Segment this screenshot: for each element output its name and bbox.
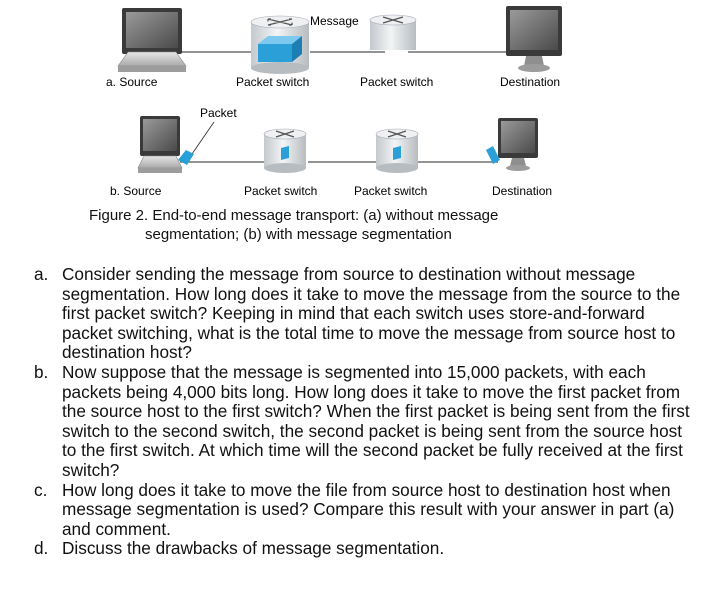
packet-label: Packet	[200, 106, 237, 120]
question-text: How long does it take to move the file f…	[62, 479, 675, 539]
computer-icon-destination-a	[506, 6, 562, 72]
question-item: a. Consider sending the message from sou…	[34, 264, 694, 363]
packet-switch-label-b2: Packet switch	[354, 184, 428, 198]
figure-caption-line1: Figure 2. End-to-end message transport: …	[89, 207, 499, 224]
packet-switch-icon-b1	[263, 128, 307, 173]
question-text: Discuss the drawbacks of message segment…	[62, 538, 445, 559]
figure-drawing	[117, 6, 562, 173]
question-item: c. How long does it take to move the fil…	[34, 479, 694, 540]
message-label: Message	[310, 14, 359, 28]
computer-icon-source-a	[117, 8, 187, 72]
computer-icon-source-b	[137, 116, 183, 173]
source-label-b: b. Source	[110, 184, 162, 198]
question-text: Consider sending the message from source…	[62, 264, 681, 363]
question-text: Now suppose that the message is segmente…	[62, 361, 690, 480]
question-item: d. Discuss the drawbacks of message segm…	[34, 539, 694, 559]
figure-caption-line2: segmentation; (b) with message segmentat…	[145, 226, 452, 243]
question-marker: a.	[34, 264, 49, 284]
packet-block-source	[178, 150, 194, 165]
packet-switch-icon-b2	[375, 128, 419, 173]
destination-label-b: Destination	[492, 184, 553, 198]
packet-switch-label-b1: Packet switch	[244, 184, 318, 198]
question-list: a. Consider sending the message from sou…	[34, 264, 694, 559]
computer-icon-destination-b	[498, 118, 538, 171]
network-figure: Message a. Source Packet switch Packet s…	[0, 0, 714, 250]
message-block	[258, 36, 302, 62]
source-label-a: a. Source	[106, 75, 158, 89]
question-marker: c.	[34, 479, 48, 500]
packet-switch-label-a2: Packet switch	[360, 75, 434, 89]
question-item: b. Now suppose that the message is segme…	[34, 361, 694, 481]
destination-label-a: Destination	[500, 75, 561, 89]
question-marker: b.	[34, 361, 49, 382]
question-marker: d.	[34, 538, 49, 559]
packet-pointer-line	[191, 121, 215, 155]
packet-block-destination	[486, 146, 500, 164]
packet-switch-icon-a2	[369, 14, 417, 50]
packet-switch-label-a1: Packet switch	[236, 75, 310, 89]
